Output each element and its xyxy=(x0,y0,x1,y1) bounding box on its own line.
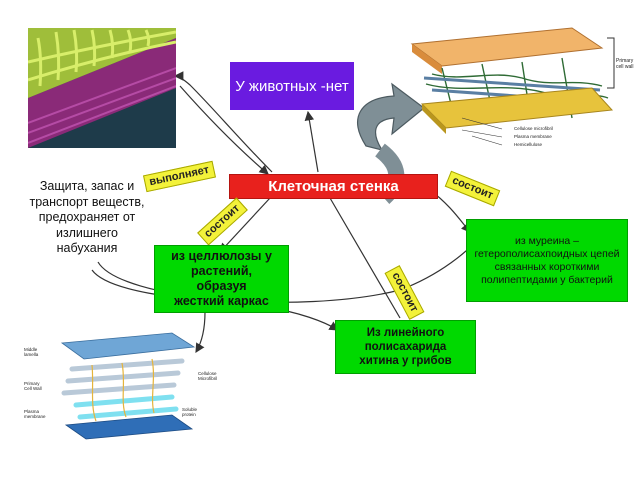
fungi-line-1: Из линейного полисахарида xyxy=(364,327,447,353)
svg-text:membrane: membrane xyxy=(24,414,46,419)
animals-box: У животных -нет xyxy=(230,62,354,110)
svg-text:Cellulose microfibril: Cellulose microfibril xyxy=(514,126,553,131)
svg-text:Microfibril: Microfibril xyxy=(198,376,217,381)
svg-text:cell wall: cell wall xyxy=(616,64,634,70)
link-micrograph-center xyxy=(179,85,269,175)
svg-text:lamella: lamella xyxy=(24,352,39,357)
fungi-box: Из линейного полисахарида хитина у грибо… xyxy=(335,320,476,374)
cell-wall-micrograph xyxy=(28,28,176,148)
svg-text:Cell Wall: Cell Wall xyxy=(24,386,42,391)
link-center-plants xyxy=(219,197,271,253)
cell-wall-layer-diagram: Primary cell wall Cellulose microfibril … xyxy=(402,18,634,158)
svg-text:Cellulose: Cellulose xyxy=(198,371,217,376)
svg-text:Soluble: Soluble xyxy=(182,407,198,412)
link-center-micrograph xyxy=(173,71,273,173)
link-center-fungi xyxy=(329,197,401,319)
svg-text:Plasma membrane: Plasma membrane xyxy=(514,134,552,139)
function-text: Защита, запас и транспорт веществ, предо… xyxy=(29,179,145,256)
link-plants-image xyxy=(195,311,206,354)
link-function-bacteria xyxy=(97,235,481,303)
svg-text:Middle: Middle xyxy=(24,347,38,352)
svg-text:protein: protein xyxy=(182,412,196,417)
bacteria-box: из муреина – гетерополисахпоидных цепей … xyxy=(466,219,628,302)
function-text-block: Защита, запас и транспорт веществ, предо… xyxy=(28,172,146,264)
svg-text:Primary: Primary xyxy=(24,381,40,386)
animals-text: У животных -нет xyxy=(235,77,349,95)
big-curved-arrow xyxy=(357,82,425,151)
plants-box: из целлюлозы у растений, образуя жесткий… xyxy=(154,245,289,313)
cell-wall-title: Клеточная стенка xyxy=(268,178,399,195)
cell-wall-title-box: Клеточная стенка xyxy=(229,174,438,199)
bacteria-text: из муреина – гетерополисахпоидных цепей … xyxy=(474,234,620,286)
plants-line-1: из целлюлозы у растений, xyxy=(171,249,272,278)
plants-line-2: образуя xyxy=(196,279,247,293)
plants-line-3: жесткий каркас xyxy=(174,294,269,308)
svg-text:Primary: Primary xyxy=(616,58,634,64)
fungi-line-2: хитина у грибов xyxy=(359,355,452,367)
svg-text:Hemicellulose: Hemicellulose xyxy=(514,142,543,147)
svg-text:Plasma: Plasma xyxy=(24,409,40,414)
link-center-animals xyxy=(304,110,319,173)
